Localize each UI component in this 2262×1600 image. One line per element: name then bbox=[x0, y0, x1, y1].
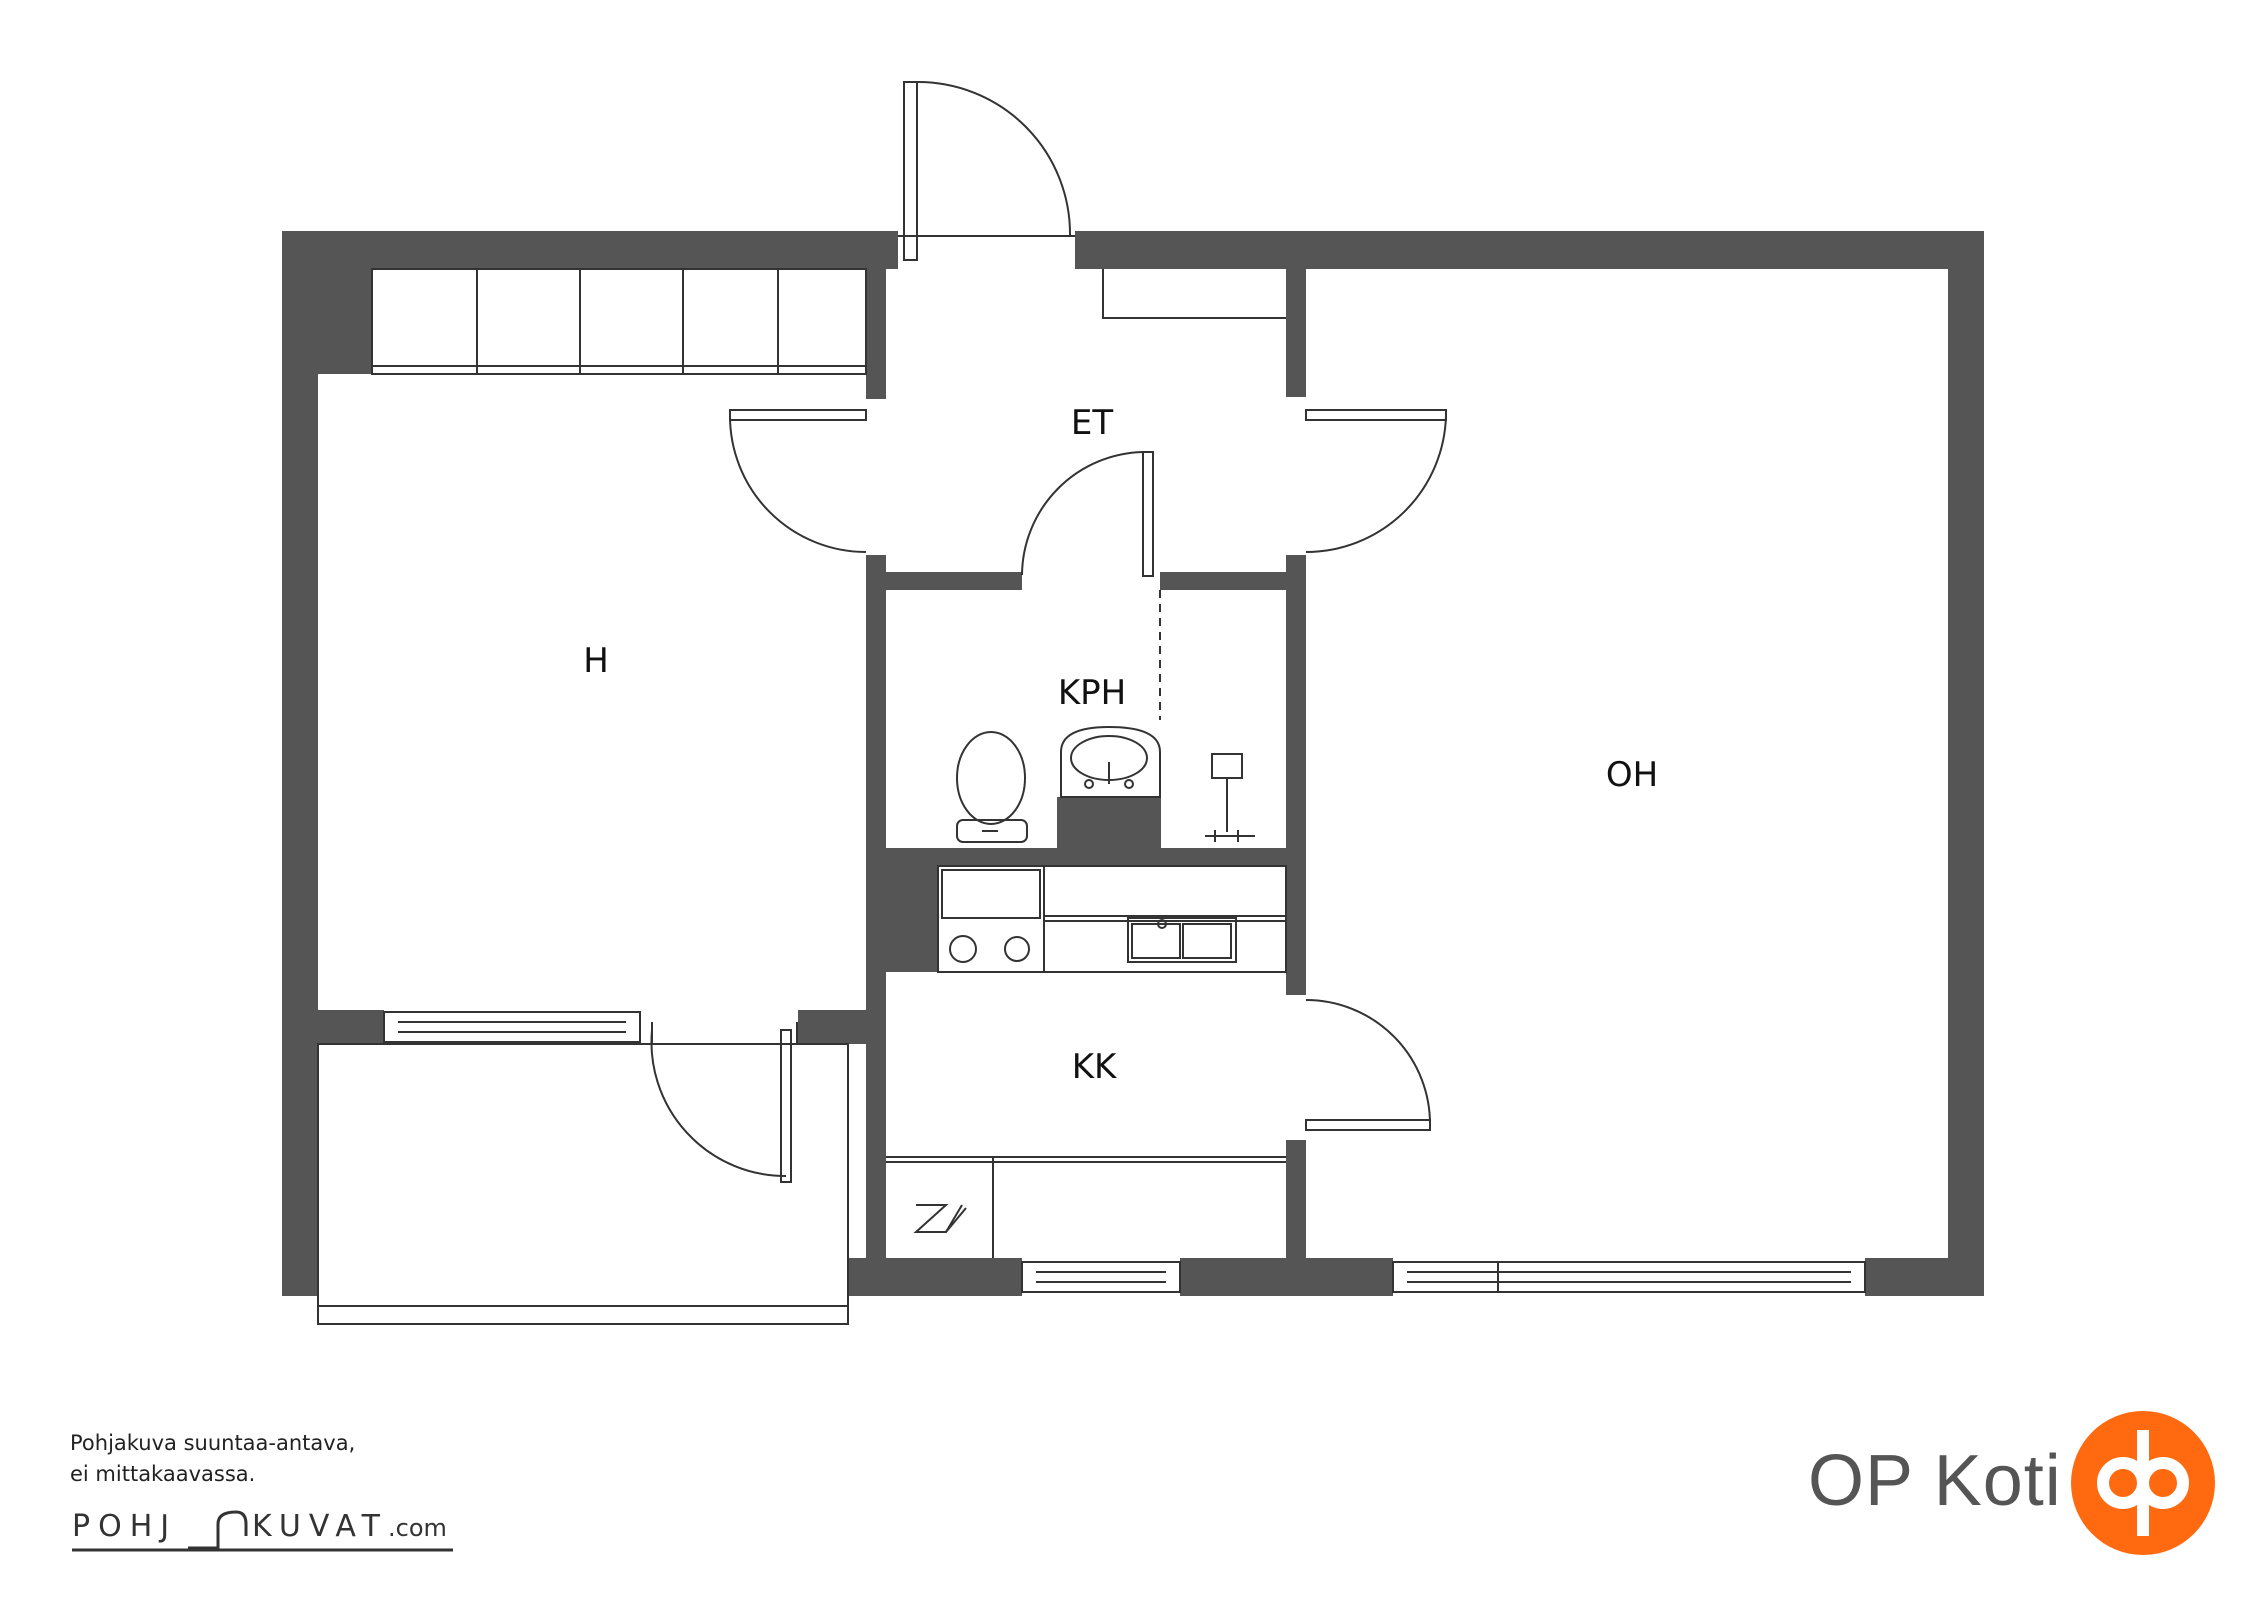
disclaimer-line-2: ei mittakaavassa. bbox=[70, 1462, 256, 1486]
room-label-h: H bbox=[583, 641, 609, 681]
op-logo-icon bbox=[2071, 1411, 2215, 1555]
fixtures bbox=[317, 80, 1866, 1325]
room-label-et: ET bbox=[1071, 403, 1113, 443]
room-label-kk: KK bbox=[1072, 1047, 1118, 1087]
walls bbox=[282, 231, 1984, 1296]
room-label-kph: KPH bbox=[1058, 673, 1126, 713]
disclaimer-line-1: Pohjakuva suuntaa-antava, bbox=[70, 1431, 356, 1455]
room-label-oh: OH bbox=[1606, 755, 1658, 795]
brand-name: OP Koti bbox=[1808, 1441, 2062, 1521]
pohjakuvat-logo-domain: .com bbox=[388, 1514, 447, 1542]
pohjakuvat-logo: POHJ KUVAT .com bbox=[72, 1509, 453, 1552]
disclaimer: Pohjakuva suuntaa-antava, ei mittakaavas… bbox=[70, 1428, 355, 1490]
pohjakuvat-logo-part1: POHJ bbox=[72, 1509, 177, 1544]
pohjakuvat-logo-part2: KUVAT bbox=[252, 1509, 388, 1544]
